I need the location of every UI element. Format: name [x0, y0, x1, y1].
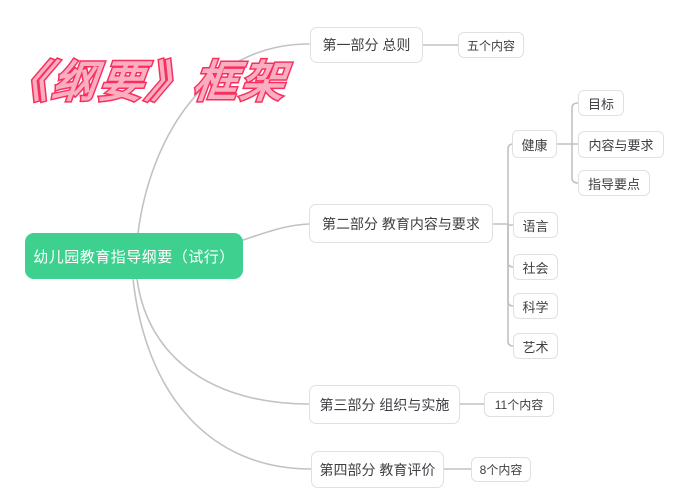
edge-health-guide: [571, 143, 579, 184]
edge-root-part1: [137, 43, 310, 234]
page-title: 《纲要》框架: [1, 57, 292, 109]
node-society[interactable]: 社会: [513, 254, 558, 280]
edge-part2-art: [507, 223, 514, 347]
node-part4-count[interactable]: 8个内容: [471, 457, 531, 482]
node-part1[interactable]: 第一部分 总则: [310, 27, 423, 63]
node-language[interactable]: 语言: [513, 212, 558, 238]
edge-part2-health: [507, 143, 514, 225]
node-health[interactable]: 健康: [512, 130, 557, 158]
node-part3-count[interactable]: 11个内容: [484, 392, 554, 417]
node-part1-count[interactable]: 五个内容: [458, 32, 524, 58]
edge-health-goal: [571, 102, 579, 145]
node-health-guide[interactable]: 指导要点: [578, 170, 650, 196]
root-node[interactable]: 幼儿园教育指导纲要（试行）: [25, 233, 243, 279]
node-health-content[interactable]: 内容与要求: [578, 131, 664, 158]
node-art[interactable]: 艺术: [513, 333, 558, 359]
node-part2[interactable]: 第二部分 教育内容与要求: [309, 204, 493, 243]
edge-root-part3: [136, 278, 310, 405]
edge-root-part2: [242, 223, 310, 241]
node-health-goal[interactable]: 目标: [578, 90, 624, 116]
node-science[interactable]: 科学: [513, 293, 558, 319]
node-part4[interactable]: 第四部分 教育评价: [311, 451, 444, 488]
node-part3[interactable]: 第三部分 组织与实施: [309, 385, 460, 424]
edge-root-part4: [132, 278, 312, 470]
